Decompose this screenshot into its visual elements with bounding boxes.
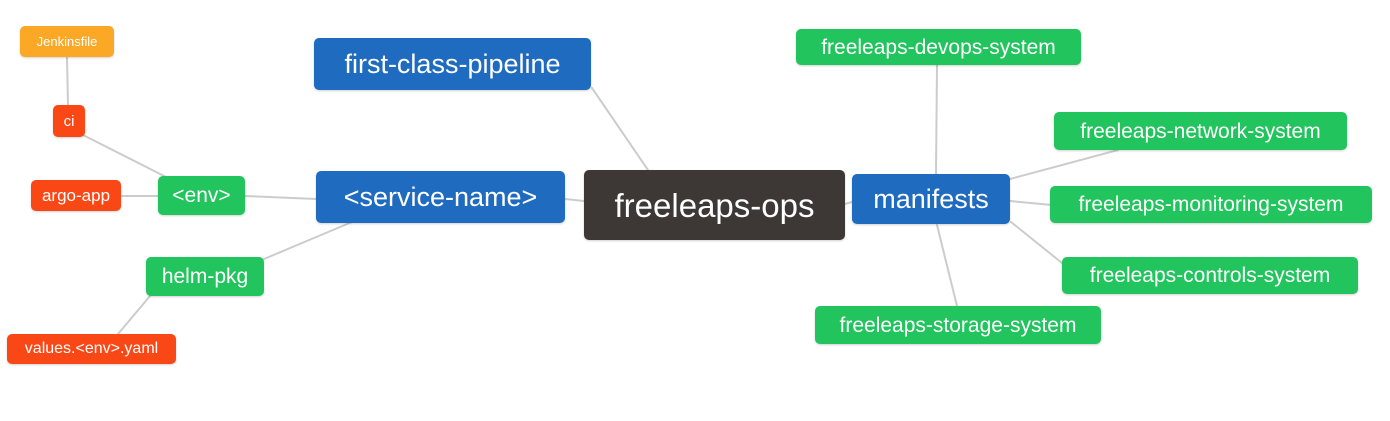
edge-env-to-service-name bbox=[244, 195, 317, 200]
edge-manifests-to-freeleaps-storage-system bbox=[936, 224, 958, 307]
node-service-name[interactable]: <service-name> bbox=[316, 171, 565, 223]
edge-freeleaps-devops-system-to-manifests bbox=[935, 64, 938, 175]
node-jenkinsfile[interactable]: Jenkinsfile bbox=[20, 26, 114, 57]
node-env[interactable]: <env> bbox=[158, 176, 245, 215]
edge-manifests-to-freeleaps-controls-system bbox=[1010, 221, 1063, 264]
node-ci[interactable]: ci bbox=[53, 105, 85, 137]
node-argo-app[interactable]: argo-app bbox=[31, 180, 121, 211]
node-manifests[interactable]: manifests bbox=[852, 174, 1010, 224]
edge-helm-pkg-to-service-name bbox=[263, 221, 353, 260]
edge-manifests-to-freeleaps-monitoring-system bbox=[1009, 200, 1053, 206]
node-freeleaps-ops[interactable]: freeleaps-ops bbox=[584, 170, 845, 240]
node-freeleaps-controls-system[interactable]: freeleaps-controls-system bbox=[1062, 257, 1358, 294]
node-values-env-yaml[interactable]: values.<env>.yaml bbox=[7, 334, 176, 364]
edge-ci-to-env bbox=[82, 134, 169, 179]
node-helm-pkg[interactable]: helm-pkg bbox=[146, 257, 264, 296]
edge-first-class-pipeline-to-freeleaps-ops bbox=[591, 87, 649, 171]
node-freeleaps-monitoring-system[interactable]: freeleaps-monitoring-system bbox=[1050, 186, 1372, 223]
edge-freeleaps-ops-to-manifests bbox=[844, 201, 853, 205]
edge-jenkinsfile-to-ci bbox=[66, 56, 69, 106]
edge-service-name-to-freeleaps-ops bbox=[564, 198, 585, 202]
edge-manifests-to-freeleaps-network-system bbox=[1009, 149, 1119, 180]
node-freeleaps-devops-system[interactable]: freeleaps-devops-system bbox=[796, 29, 1081, 65]
node-freeleaps-network-system[interactable]: freeleaps-network-system bbox=[1054, 112, 1347, 150]
edge-values-env-yaml-to-helm-pkg bbox=[117, 295, 151, 335]
node-first-class-pipeline[interactable]: first-class-pipeline bbox=[314, 38, 591, 90]
node-freeleaps-storage-system[interactable]: freeleaps-storage-system bbox=[815, 306, 1101, 344]
